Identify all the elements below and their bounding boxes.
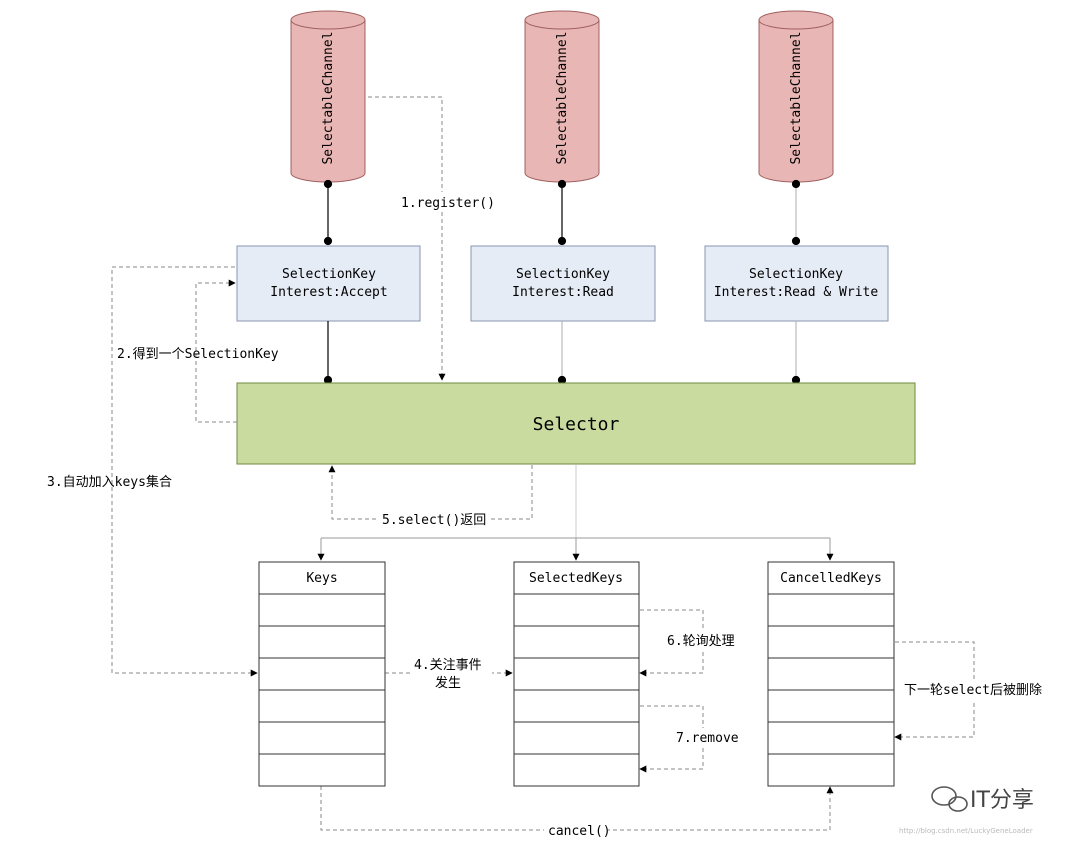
selection-key-read-write: SelectionKey Interest:Read & Write — [704, 245, 889, 322]
selection-key-read: SelectionKey Interest:Read — [470, 245, 656, 322]
register-arrow — [368, 96, 446, 381]
step-cancel-label: cancel() — [548, 824, 611, 839]
get-key-arrow — [195, 279, 237, 423]
selection-key-read-line1: SelectionKey — [516, 267, 610, 282]
step-poll-label: 6.轮询处理 — [667, 634, 735, 649]
channel-1: SelectableChannel — [290, 10, 366, 183]
selection-key-accept-line2: Interest:Accept — [270, 285, 387, 300]
channel-3: SelectableChannel — [758, 10, 834, 183]
wechat-icon — [931, 786, 968, 812]
step-remove-label: 7.remove — [676, 731, 739, 746]
selection-key-accept-line1: SelectionKey — [282, 267, 376, 282]
step-select-return-label: 5.select()返回 — [382, 513, 486, 528]
step-event-label-2: 发生 — [435, 675, 461, 691]
selection-key-read-write-line2: Interest:Read & Write — [714, 285, 879, 300]
auto-add-arrow — [111, 266, 258, 677]
step-register-label: 1.register() — [401, 196, 495, 211]
selector-box: Selector — [236, 382, 916, 465]
channel-key-connectors — [323, 179, 801, 246]
watermark: IT分享 http://blog.csdn.net/LuckyGeneLoade… — [899, 786, 1034, 835]
selected-keys-set-label: SelectedKeys — [529, 571, 623, 586]
cancelled-keys-set-label: CancelledKeys — [780, 571, 882, 586]
channel-2-label: SelectableChannel — [555, 31, 570, 164]
selector-to-sets — [317, 465, 834, 561]
cancelled-keys-set — [767, 561, 895, 787]
watermark-brand: IT分享 — [970, 788, 1034, 813]
keys-set — [258, 561, 386, 787]
channel-1-label: SelectableChannel — [321, 31, 336, 164]
key-selector-connectors — [323, 321, 801, 385]
selector-label: Selector — [533, 414, 620, 435]
step-auto-add-label: 3.自动加入keys集合 — [47, 474, 172, 490]
step-get-key-label: 2.得到一个SelectionKey — [117, 346, 279, 362]
keys-set-label: Keys — [306, 571, 337, 586]
selection-key-read-write-line1: SelectionKey — [749, 267, 843, 282]
step-next-round-label: 下一轮select后被删除 — [904, 683, 1042, 698]
selection-key-accept: SelectionKey Interest:Accept — [236, 245, 421, 322]
selected-keys-set — [513, 561, 640, 787]
cancel-arrow — [320, 786, 834, 831]
channel-3-label: SelectableChannel — [789, 31, 804, 164]
selection-key-read-line2: Interest:Read — [512, 285, 614, 300]
channel-2: SelectableChannel — [524, 10, 600, 183]
watermark-url: http://blog.csdn.net/LuckyGeneLoader — [899, 827, 1033, 835]
step-event-label-1: 4.关注事件 — [414, 658, 482, 673]
